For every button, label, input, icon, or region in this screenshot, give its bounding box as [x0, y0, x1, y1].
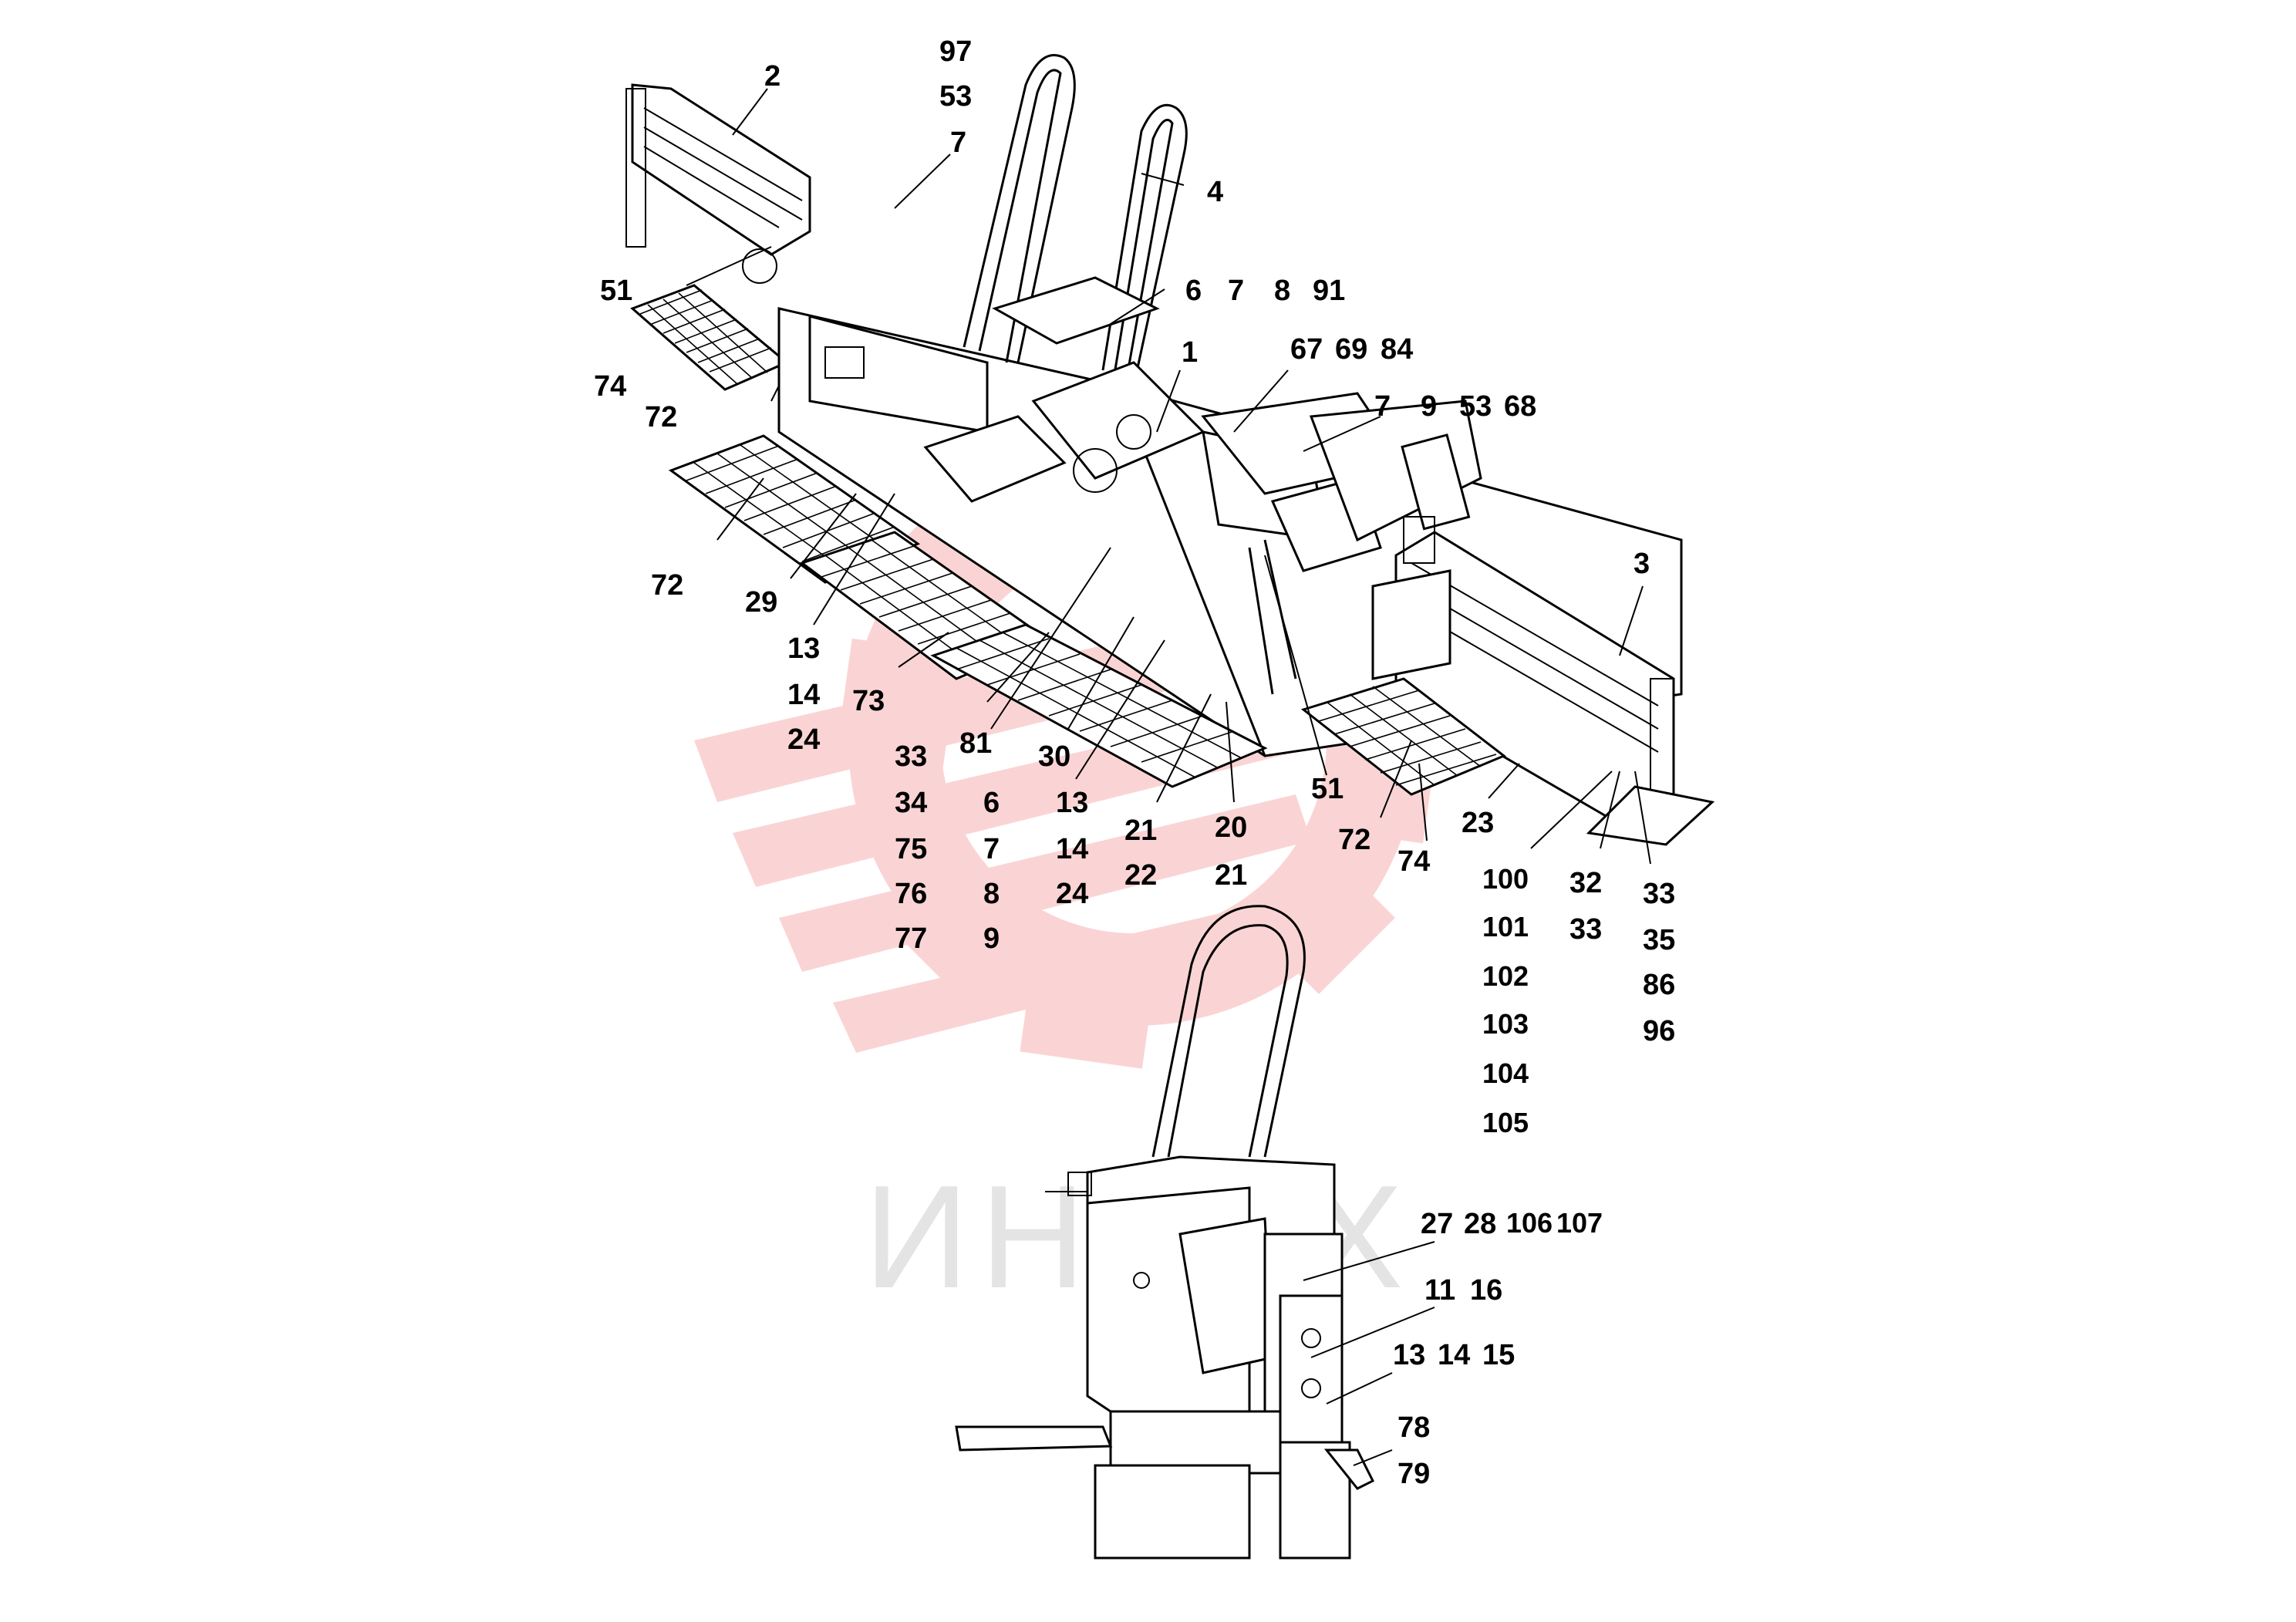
callout-14: 14 — [1056, 833, 1089, 865]
callout-67: 67 — [1290, 333, 1323, 366]
grate-right-lower — [1300, 677, 1506, 796]
callout-74: 74 — [1397, 845, 1431, 878]
grate-front-right — [930, 623, 1268, 788]
callout-35: 35 — [1643, 924, 1676, 956]
callout-9: 9 — [1421, 390, 1438, 423]
callout-3: 3 — [1633, 548, 1650, 580]
side-view — [955, 905, 1375, 1560]
callout-21: 21 — [1215, 859, 1248, 892]
callout-69: 69 — [1335, 333, 1368, 366]
callout-33: 33 — [1643, 878, 1676, 910]
callout-79: 79 — [1397, 1458, 1431, 1490]
grate-left-upper — [630, 284, 789, 391]
callout-22: 22 — [1124, 859, 1158, 892]
callout-2: 2 — [764, 60, 781, 93]
callout-106: 106 — [1506, 1207, 1553, 1239]
callout-100: 100 — [1482, 863, 1529, 895]
callout-28: 28 — [1464, 1208, 1497, 1240]
callout-68: 68 — [1504, 390, 1537, 423]
callout-34: 34 — [895, 787, 928, 819]
callout-13: 13 — [1393, 1339, 1426, 1371]
callout-74: 74 — [594, 370, 627, 403]
callout-103: 103 — [1482, 1008, 1529, 1040]
leader-lines-top — [686, 88, 1651, 865]
callout-33: 33 — [895, 740, 928, 773]
callout-72: 72 — [645, 401, 678, 433]
callout-72: 72 — [651, 569, 684, 602]
callout-78: 78 — [1397, 1411, 1431, 1444]
callout-6: 6 — [1185, 275, 1202, 307]
callout-30: 30 — [1038, 740, 1071, 773]
callout-32: 32 — [1569, 867, 1603, 899]
callout-53: 53 — [939, 80, 973, 113]
center-drive — [1031, 361, 1482, 695]
callout-24: 24 — [1056, 878, 1089, 910]
callout-15: 15 — [1482, 1339, 1515, 1371]
callout-9: 9 — [983, 922, 1000, 955]
callout-14: 14 — [1438, 1339, 1471, 1371]
callout-16: 16 — [1470, 1274, 1503, 1307]
callout-96: 96 — [1643, 1015, 1676, 1047]
callout-4: 4 — [1207, 176, 1224, 208]
callout-13: 13 — [787, 632, 821, 665]
left-end-unit — [625, 83, 811, 284]
callout-81: 81 — [959, 727, 993, 760]
callout-77: 77 — [895, 922, 928, 955]
callout-84: 84 — [1381, 333, 1414, 366]
callout-7: 7 — [983, 833, 1000, 865]
callout-33: 33 — [1569, 913, 1603, 946]
callout-107: 107 — [1556, 1207, 1603, 1239]
callout-21: 21 — [1124, 814, 1158, 847]
callout-13: 13 — [1056, 787, 1089, 819]
callout-7: 7 — [1228, 275, 1245, 307]
callout-75: 75 — [895, 833, 928, 865]
callout-11: 11 — [1424, 1274, 1456, 1307]
callout-104: 104 — [1482, 1057, 1529, 1089]
callout-6: 6 — [983, 787, 1000, 819]
callout-72: 72 — [1338, 824, 1371, 856]
callout-8: 8 — [983, 878, 1000, 910]
callout-29: 29 — [745, 586, 778, 619]
callout-20: 20 — [1215, 811, 1248, 844]
callout-7: 7 — [950, 126, 967, 159]
callout-23: 23 — [1462, 807, 1495, 839]
callout-24: 24 — [787, 723, 821, 756]
callout-105: 105 — [1482, 1107, 1529, 1138]
callout-102: 102 — [1482, 960, 1529, 992]
callout-101: 101 — [1482, 911, 1529, 943]
handrails — [923, 54, 1188, 503]
leader-lines-side — [1303, 1241, 1435, 1466]
callout-97: 97 — [939, 35, 973, 68]
callout-14: 14 — [787, 679, 821, 711]
callout-1: 1 — [1182, 336, 1199, 369]
right-end-unit — [1371, 516, 1715, 846]
callout-51: 51 — [1311, 773, 1344, 805]
callout-53: 53 — [1459, 390, 1492, 423]
callout-8: 8 — [1274, 275, 1291, 307]
callout-91: 91 — [1313, 275, 1346, 307]
callout-86: 86 — [1643, 969, 1676, 1001]
callout-73: 73 — [852, 685, 885, 717]
callout-27: 27 — [1421, 1208, 1454, 1240]
callout-51: 51 — [600, 275, 633, 307]
callout-76: 76 — [895, 878, 928, 910]
callout-7: 7 — [1374, 390, 1391, 423]
